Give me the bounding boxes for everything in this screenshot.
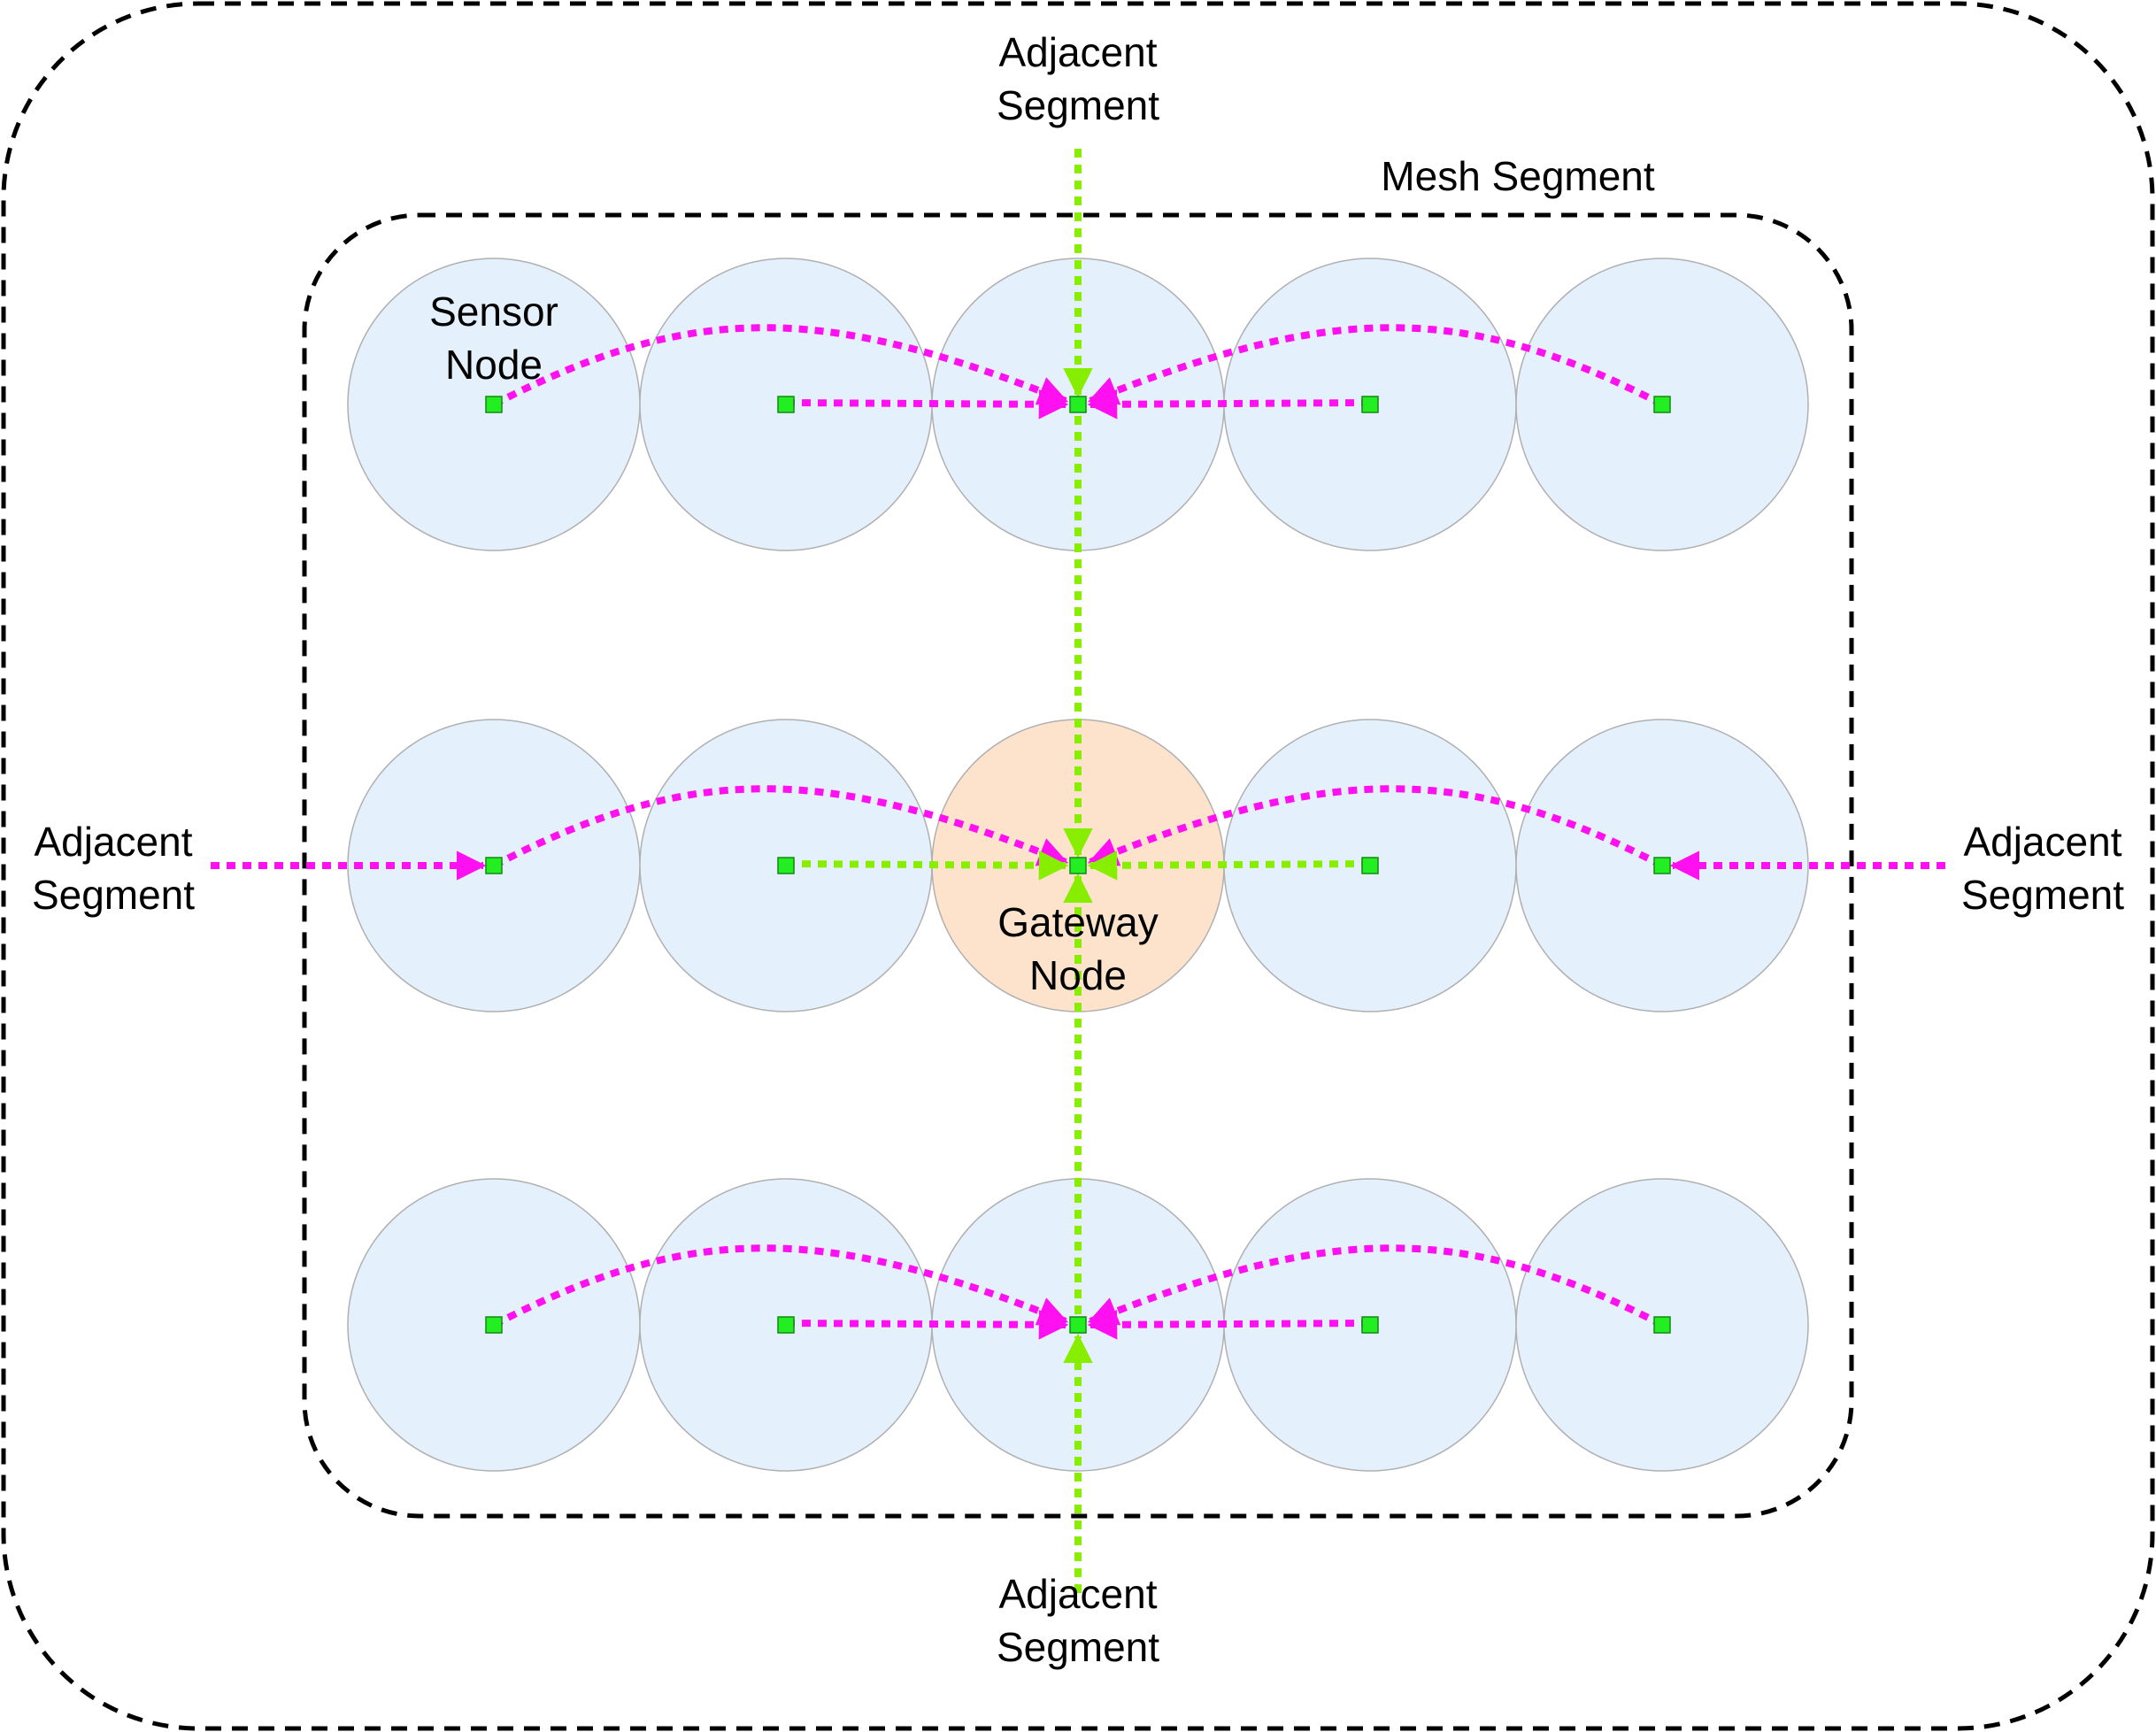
node-marker [485, 1316, 503, 1334]
node-markers [485, 396, 1671, 1334]
sensor-node-label-line2: Node [445, 342, 543, 388]
node-marker [1653, 1316, 1671, 1334]
node-marker [1361, 857, 1379, 874]
mesh-segment-label: Mesh Segment [1381, 153, 1655, 199]
adjacent-right-label-line1: Adjacent [1963, 819, 2121, 865]
link-row3-col5 [1087, 1244, 1664, 1328]
link-row1-col1 [492, 324, 1069, 408]
node-marker [1069, 857, 1087, 874]
link-row3-col1 [492, 1244, 1069, 1328]
node-marker [485, 396, 503, 413]
node-marker [1361, 1316, 1379, 1334]
node-marker [777, 396, 795, 413]
adjacent-top-label-line2: Segment [997, 82, 1159, 128]
gateway-node-label-line1: Gateway [997, 899, 1159, 945]
link-row2-col5 [1087, 785, 1664, 869]
link-row1-col5 [1087, 324, 1664, 408]
mesh-segment-boundary [302, 212, 1854, 1519]
adjacent-left-label-line1: Adjacent [34, 819, 192, 865]
adjacent-right-label-line2: Segment [1961, 872, 2124, 918]
node-marker [1653, 857, 1671, 874]
links [211, 149, 1945, 1593]
sensor-node-label-line1: Sensor [429, 289, 558, 335]
gateway-node-label-line2: Node [1029, 952, 1127, 998]
node-marker [1653, 396, 1671, 413]
adjacent-bottom-label-line1: Adjacent [998, 1571, 1157, 1617]
node-marker [1361, 396, 1379, 413]
node-marker [1069, 1316, 1087, 1334]
adjacent-bottom-label-line2: Segment [997, 1624, 1159, 1670]
adjacent-left-label-line2: Segment [32, 872, 195, 918]
node-marker [485, 857, 503, 874]
link-row2-col1 [492, 785, 1069, 869]
adjacent-top-label-line1: Adjacent [998, 29, 1157, 75]
node-marker [1069, 396, 1087, 413]
node-marker [777, 1316, 795, 1334]
node-marker [777, 857, 795, 874]
